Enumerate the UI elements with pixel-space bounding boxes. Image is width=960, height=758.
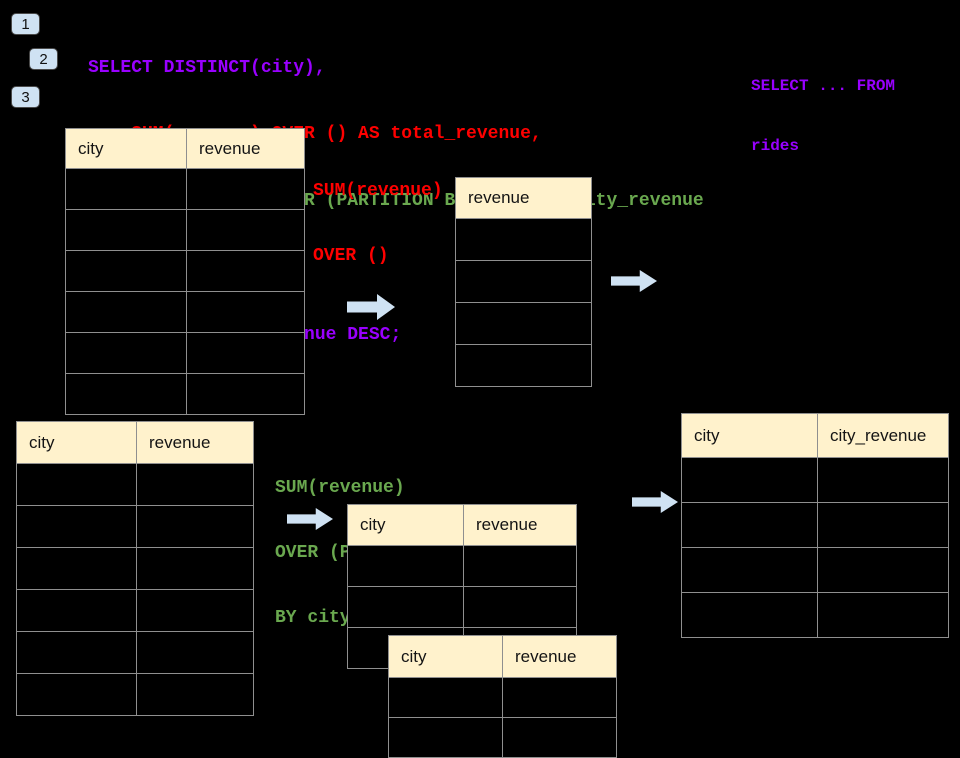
table-row — [16, 463, 254, 506]
table-cell — [388, 717, 503, 758]
label-sum-over-all-line1: SUM(revenue) — [313, 180, 443, 201]
table-cell — [65, 168, 187, 210]
sql-line-select: SELECT DISTINCT(city), — [88, 57, 326, 78]
table-cell — [817, 457, 949, 503]
side-note-line2: rides — [751, 137, 800, 155]
side-note-line1: SELECT ... FROM — [751, 77, 896, 95]
table-cell — [16, 631, 137, 674]
table-total-revenue-result: revenue — [455, 177, 592, 387]
column-header: city — [681, 413, 818, 458]
table-cell — [463, 586, 577, 628]
table-row — [65, 332, 305, 374]
table-cell — [455, 302, 592, 345]
table-cell — [455, 344, 592, 387]
table-cell — [681, 502, 818, 548]
column-header: city — [65, 128, 187, 169]
table-row — [455, 302, 592, 345]
column-header: city — [347, 504, 464, 546]
label-sum-over-all-line2: OVER () — [313, 245, 389, 266]
arrow-right-icon — [611, 270, 657, 292]
step-badge-1: 1 — [11, 13, 40, 35]
table-cell — [136, 463, 254, 506]
step-badge-2: 2 — [29, 48, 58, 70]
column-header: city_revenue — [817, 413, 949, 458]
label-sum-over-partition-line1: SUM(revenue) — [275, 477, 405, 498]
table-cell — [681, 592, 818, 638]
table-row — [16, 631, 254, 674]
table-row — [65, 373, 305, 415]
table-row — [681, 547, 949, 593]
table-cell — [817, 592, 949, 638]
column-header: revenue — [136, 421, 254, 464]
table-row — [681, 457, 949, 503]
table-cell — [16, 505, 137, 548]
column-header: city — [388, 635, 503, 678]
table-cell — [186, 168, 305, 210]
table-cell — [65, 291, 187, 333]
arrow-right-icon — [632, 491, 678, 513]
table-row — [16, 505, 254, 548]
table-row — [388, 677, 617, 718]
table-row — [455, 344, 592, 387]
table-cell — [136, 673, 254, 716]
table-cell — [463, 545, 577, 587]
table-row — [455, 218, 592, 261]
column-header: city — [16, 421, 137, 464]
table-cell — [186, 373, 305, 415]
table-row — [455, 260, 592, 303]
table-cell — [502, 717, 617, 758]
table-cell — [347, 586, 464, 628]
table-cell — [502, 677, 617, 718]
table-row — [65, 168, 305, 210]
column-header: revenue — [463, 504, 577, 546]
table-cell — [455, 218, 592, 261]
table-row — [347, 586, 577, 628]
table-cell — [65, 250, 187, 292]
table-cell — [347, 545, 464, 587]
table-cell — [136, 547, 254, 590]
table-row — [347, 545, 577, 587]
table-cell — [65, 332, 187, 374]
table-row — [16, 589, 254, 632]
table-cell — [16, 589, 137, 632]
table-row — [65, 250, 305, 292]
column-header: revenue — [502, 635, 617, 678]
table-cell — [817, 502, 949, 548]
table-row — [681, 502, 949, 548]
table-cell — [16, 547, 137, 590]
table-row — [65, 291, 305, 333]
table-cell — [136, 631, 254, 674]
table-cell — [65, 373, 187, 415]
table-row — [681, 592, 949, 638]
table-row — [65, 209, 305, 251]
table-cell — [186, 332, 305, 374]
table-cell — [186, 291, 305, 333]
side-note-select-from-rides: SELECT ... FROM rides — [751, 36, 895, 176]
table-row — [16, 673, 254, 716]
table-cell — [186, 209, 305, 251]
table-row — [388, 717, 617, 758]
column-header: revenue — [186, 128, 305, 169]
table-cell — [136, 505, 254, 548]
table-cell — [817, 547, 949, 593]
table-cell — [16, 673, 137, 716]
table-cell — [186, 250, 305, 292]
table-cell — [16, 463, 137, 506]
table-cell — [455, 260, 592, 303]
table-cell — [681, 547, 818, 593]
arrow-right-icon — [347, 294, 395, 320]
column-header: revenue — [455, 177, 592, 219]
label-sum-over-all: SUM(revenue) OVER () — [313, 137, 443, 290]
table-row — [16, 547, 254, 590]
arrow-right-icon — [287, 508, 333, 530]
step-badge-3: 3 — [11, 86, 40, 108]
table-cell — [65, 209, 187, 251]
table-cell — [388, 677, 503, 718]
table-cell — [681, 457, 818, 503]
table-cell — [136, 589, 254, 632]
